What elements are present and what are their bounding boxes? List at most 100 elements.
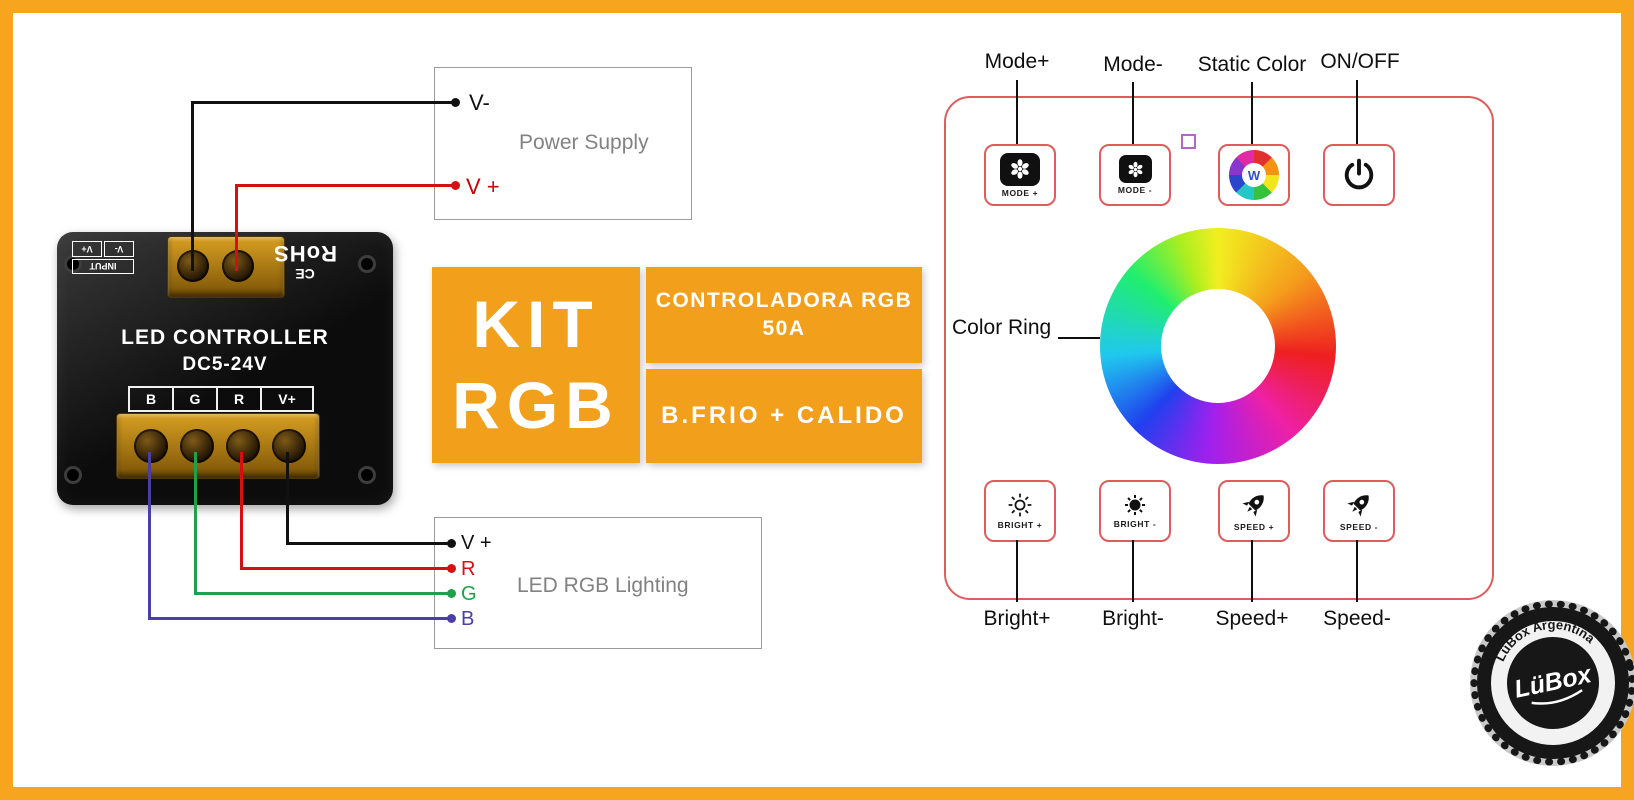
wire-vplus — [235, 184, 457, 187]
pointer-line — [1132, 540, 1134, 602]
label-speed-plus: Speed+ — [1215, 607, 1289, 630]
output-terminal-block — [116, 413, 320, 479]
ce-mark: CE — [295, 266, 315, 282]
led-g-label: G — [461, 583, 477, 605]
rohs-mark: RoHS — [273, 241, 337, 266]
pointer-line — [1132, 82, 1134, 144]
banner-line1a: CONTROLADORA RGB — [655, 288, 913, 312]
wire-out-vplus — [286, 542, 452, 545]
terminal-screw — [134, 429, 168, 463]
controller-model: DC5-24V — [182, 354, 268, 375]
power-v-plus-label: V + — [466, 174, 500, 199]
led-v-plus-label: V + — [461, 532, 492, 554]
output-cell-g: G — [174, 386, 218, 412]
led-lighting-title: LED RGB Lighting — [517, 574, 689, 597]
pointer-line — [1016, 540, 1018, 602]
fan-icon — [1000, 152, 1040, 186]
kit-rgb-banner: KIT RGB — [432, 267, 640, 463]
output-cell-r: R — [218, 386, 262, 412]
speed-plus-button-label: SPEED + — [1233, 522, 1275, 532]
wire-out-r — [240, 567, 452, 570]
power-supply-title: Power Supply — [519, 131, 649, 154]
wire-vplus — [235, 184, 238, 271]
pointer-line — [1356, 80, 1358, 144]
fan-icon — [1118, 155, 1152, 183]
wire-out-g — [194, 592, 452, 595]
wire-endpoint — [447, 589, 456, 598]
color-ring-hole — [1161, 289, 1275, 403]
rocket-icon — [1242, 495, 1264, 517]
speed-plus-button[interactable]: SPEED + — [1218, 480, 1290, 542]
input-labels: INPUT V- V+ — [70, 241, 136, 274]
mode-minus-button-label: MODE - — [1117, 185, 1153, 195]
wire-endpoint — [447, 564, 456, 573]
sun-filled-icon — [1125, 495, 1145, 515]
wire-endpoint — [451, 181, 460, 190]
terminal-screw — [222, 250, 254, 282]
terminal-screw — [180, 429, 214, 463]
mounting-hole — [64, 466, 82, 484]
output-cell-vplus: V+ — [262, 386, 314, 412]
wire-out-r — [240, 452, 243, 570]
input-text: INPUT — [72, 259, 134, 274]
rocket-icon — [1347, 495, 1369, 517]
label-color-ring: Color Ring — [952, 316, 1052, 339]
label-static-color: Static Color — [1197, 53, 1307, 76]
wire-endpoint — [447, 614, 456, 623]
mounting-hole — [64, 255, 82, 273]
banner-controladora: CONTROLADORA RGB 50A — [646, 267, 922, 363]
bright-plus-button[interactable]: BRIGHT + — [984, 480, 1056, 542]
on-off-button[interactable] — [1323, 144, 1395, 206]
banner-kit: KIT — [472, 287, 600, 362]
mounting-hole — [358, 255, 376, 273]
pointer-line — [1251, 540, 1253, 602]
bright-minus-button[interactable]: BRIGHT - — [1099, 480, 1171, 542]
input-cell-vminus: V- — [104, 241, 134, 257]
banner-rgb: RGB — [452, 368, 620, 442]
label-bright-minus: Bright- — [1102, 607, 1164, 630]
speed-minus-button[interactable]: SPEED - — [1323, 480, 1395, 542]
label-on-off: ON/OFF — [1320, 50, 1400, 73]
mode-plus-button[interactable]: MODE + — [984, 144, 1056, 206]
wire-endpoint — [447, 539, 456, 548]
speed-minus-button-label: SPEED - — [1339, 522, 1379, 532]
mounting-hole — [358, 466, 376, 484]
banner-bfrio: B.FRIO + CALIDO — [646, 369, 922, 463]
bright-plus-button-label: BRIGHT + — [997, 520, 1043, 530]
led-lighting-box: V + R G B LED RGB Lighting — [434, 517, 762, 649]
wire-vminus — [191, 101, 194, 271]
mode-minus-button[interactable]: MODE - — [1099, 144, 1171, 206]
power-v-minus-label: V- — [469, 90, 490, 115]
led-r-label: R — [461, 558, 476, 580]
wire-out-g — [194, 452, 197, 595]
terminal-screw — [226, 429, 260, 463]
terminal-screw — [272, 429, 306, 463]
input-terminal-block — [167, 236, 285, 298]
wire-out-b — [148, 617, 452, 620]
color-wheel-icon: W — [1229, 150, 1279, 200]
label-mode-minus: Mode- — [1103, 53, 1163, 76]
sun-outline-icon — [1008, 493, 1032, 517]
wire-out-b — [148, 452, 151, 620]
pointer-line — [1251, 82, 1253, 144]
controller-title: LED CONTROLLER — [121, 326, 329, 349]
certification-marks: CE RoHS — [262, 240, 348, 282]
color-wheel-center: W — [1242, 163, 1266, 187]
pointer-line — [1016, 80, 1018, 144]
output-label-strip: B G R V+ — [128, 386, 314, 412]
static-color-button[interactable]: W — [1218, 144, 1290, 206]
bright-minus-button-label: BRIGHT - — [1113, 519, 1157, 529]
banner-line2: B.FRIO + CALIDO — [661, 402, 907, 429]
mode-plus-button-label: MODE + — [1001, 187, 1039, 198]
label-bright-plus: Bright+ — [983, 607, 1051, 630]
lubox-logo: LüBox Argentina LüBox — [1468, 598, 1634, 768]
pointer-line — [1356, 540, 1358, 602]
wire-out-vplus — [286, 452, 289, 545]
label-mode-plus: Mode+ — [984, 50, 1050, 73]
wire-endpoint — [451, 98, 460, 107]
small-square-mark — [1181, 134, 1196, 149]
power-supply-box: V- Power Supply V + — [434, 67, 692, 220]
input-cell-vplus: V+ — [72, 241, 102, 257]
power-icon — [1344, 158, 1374, 190]
